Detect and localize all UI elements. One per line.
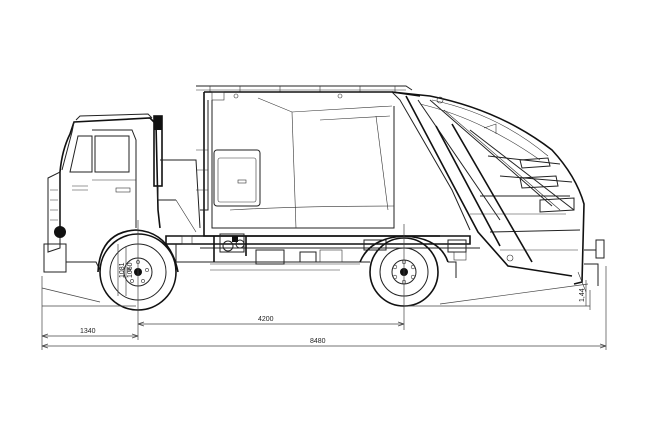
truck-cab [43, 113, 201, 273]
tailgate-compactor [391, 91, 605, 293]
cab-front-window [69, 135, 93, 173]
rear-light-bracket [595, 239, 605, 259]
dim-front-overhang: 1340 [80, 328, 96, 335]
dim-rear-height: 1,44 [579, 288, 586, 302]
headlight-icon [54, 226, 66, 238]
hydraulic-pump-cluster [213, 233, 247, 262]
dimension-lines [41, 244, 607, 349]
refuse-body [196, 85, 440, 237]
rear-wheel [369, 224, 439, 330]
front-bumper [43, 243, 67, 273]
dim-wheelbase: 4200 [258, 316, 274, 323]
dim-front-wheel-b: 1060 [127, 262, 134, 278]
chassis [165, 233, 480, 278]
dim-front-wheel-a: 1081 [119, 262, 126, 278]
access-door [213, 149, 261, 207]
cab-door [92, 129, 137, 228]
dim-overall-length: 8480 [310, 338, 326, 345]
front-wheel [97, 220, 179, 340]
ground-lines [41, 266, 607, 350]
cab-side-window [94, 135, 130, 173]
